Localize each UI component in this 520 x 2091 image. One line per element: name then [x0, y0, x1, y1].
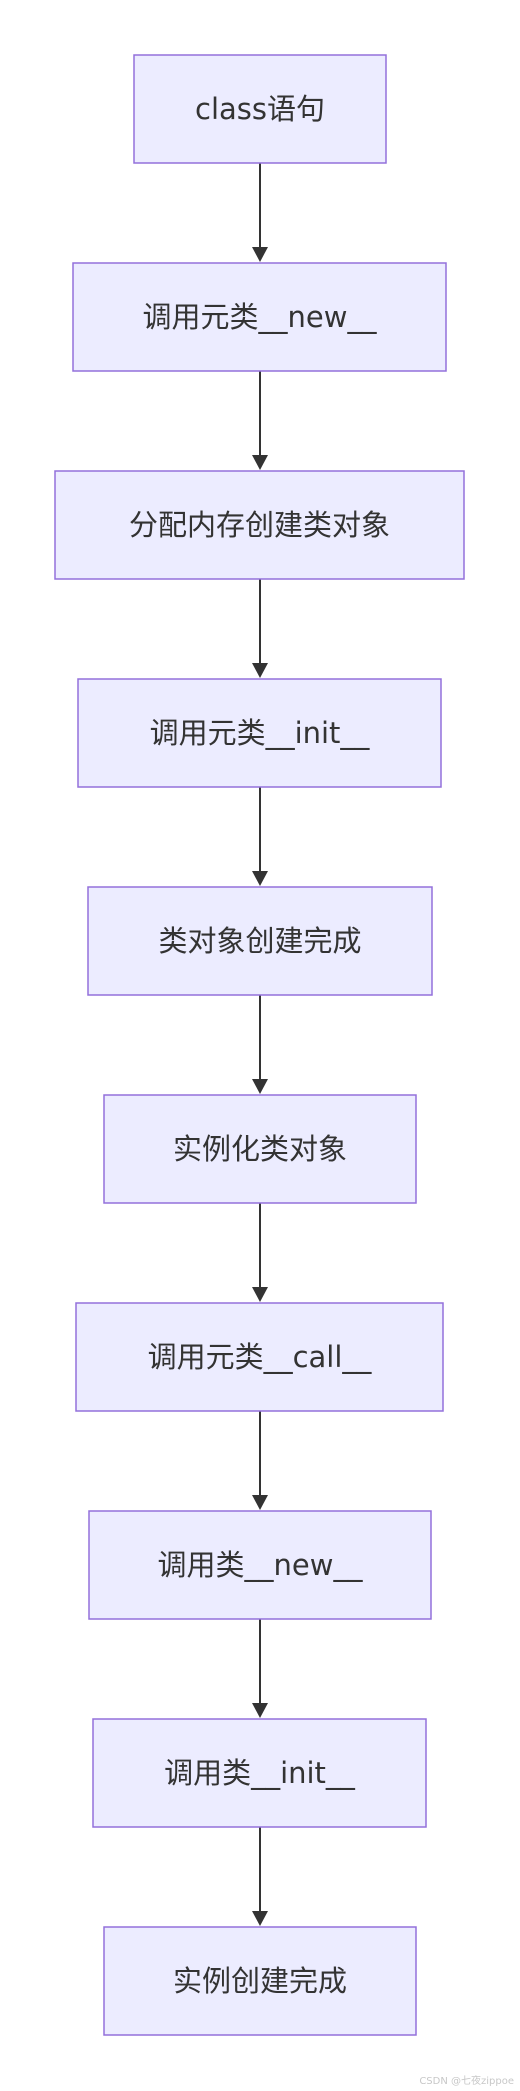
- node-label: class语句: [195, 92, 325, 126]
- flow-node: 实例创建完成: [103, 1926, 417, 2036]
- node-box: [87, 886, 433, 996]
- flow-node: 类对象创建完成: [87, 886, 433, 996]
- arrowhead-icon: [252, 1287, 268, 1302]
- edge-arrow: [252, 371, 268, 470]
- flow-node: 调用类__new__: [88, 1510, 432, 1620]
- edges-layer: [252, 163, 268, 1926]
- arrowhead-icon: [252, 1703, 268, 1718]
- node-box: [88, 1510, 432, 1620]
- flow-node: 调用元类__init__: [77, 678, 442, 788]
- edge-arrow: [252, 995, 268, 1094]
- arrowhead-icon: [252, 1495, 268, 1510]
- node-label: 实例创建完成: [173, 1964, 347, 1998]
- flow-node: 调用元类__call__: [75, 1302, 444, 1412]
- edge-arrow: [252, 1827, 268, 1926]
- node-label: 分配内存创建类对象: [129, 508, 390, 542]
- node-label: 调用类__new__: [158, 1548, 363, 1582]
- edge-arrow: [252, 1203, 268, 1302]
- flow-node: class语句: [133, 54, 387, 164]
- edge-arrow: [252, 1411, 268, 1510]
- arrowhead-icon: [252, 247, 268, 262]
- arrowhead-icon: [252, 871, 268, 886]
- arrowhead-icon: [252, 455, 268, 470]
- node-label: 类对象创建完成: [158, 924, 361, 958]
- edge-arrow: [252, 163, 268, 262]
- flow-node: 调用类__init__: [92, 1718, 427, 1828]
- node-label: 调用元类__call__: [148, 1340, 372, 1374]
- node-label: 调用元类__new__: [143, 300, 377, 334]
- node-box: [75, 1302, 444, 1412]
- edge-arrow: [252, 787, 268, 886]
- arrowhead-icon: [252, 663, 268, 678]
- node-box: [72, 262, 447, 372]
- node-box: [133, 54, 387, 164]
- node-box: [77, 678, 442, 788]
- node-label: 调用元类__init__: [150, 716, 370, 750]
- node-box: [103, 1094, 417, 1204]
- edge-arrow: [252, 1619, 268, 1718]
- edge-arrow: [252, 579, 268, 678]
- flow-node: 实例化类对象: [103, 1094, 417, 1204]
- node-box: [54, 470, 465, 580]
- arrowhead-icon: [252, 1911, 268, 1926]
- node-label: 调用类__init__: [164, 1756, 355, 1790]
- watermark: CSDN @七夜zippoe: [419, 2076, 514, 2087]
- flow-node: 分配内存创建类对象: [54, 470, 465, 580]
- node-box: [103, 1926, 417, 2036]
- node-label: 实例化类对象: [173, 1132, 347, 1166]
- arrowhead-icon: [252, 1079, 268, 1094]
- flow-node: 调用元类__new__: [72, 262, 447, 372]
- node-box: [92, 1718, 427, 1828]
